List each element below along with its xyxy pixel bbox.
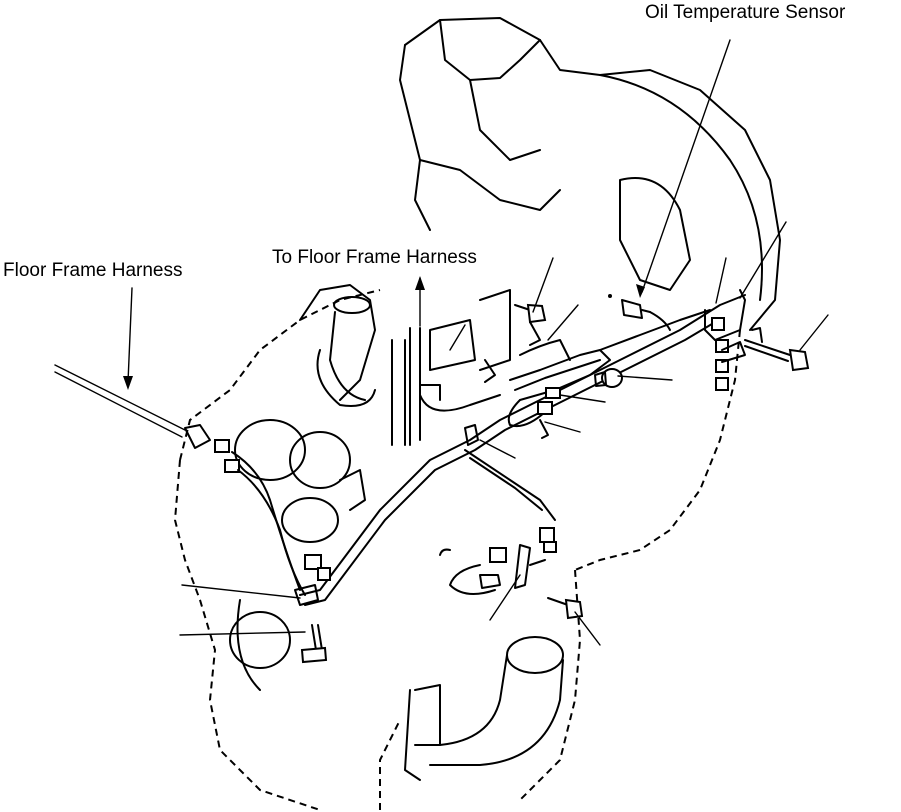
leader-lines [123, 39, 829, 646]
turbo-pipe [299, 284, 376, 407]
floor-frame-harness-label: Floor Frame Harness [3, 260, 183, 281]
top-bolt [514, 303, 547, 346]
floor-frame-harness-cable [54, 364, 211, 449]
to-floor-frame-harness-label: To Floor Frame Harness [272, 247, 477, 268]
left-connectors [214, 439, 306, 596]
oil-temperature-sensor [608, 294, 671, 331]
lower-left-bolt [300, 624, 328, 664]
oil-temperature-sensor-label: Oil Temperature Sensor [645, 2, 846, 23]
engine-lower-outline [173, 289, 741, 811]
lower-elbow-pipe [404, 636, 564, 781]
right-connector-stack [704, 289, 746, 391]
engine-cylinders [229, 419, 366, 691]
main-harness [294, 294, 746, 606]
right-bolt [744, 327, 810, 372]
lower-connector-group [439, 527, 584, 620]
upper-harness-branch [507, 309, 711, 439]
engine-upper-outline [399, 17, 781, 331]
to-floor-frame-cable [391, 289, 511, 446]
